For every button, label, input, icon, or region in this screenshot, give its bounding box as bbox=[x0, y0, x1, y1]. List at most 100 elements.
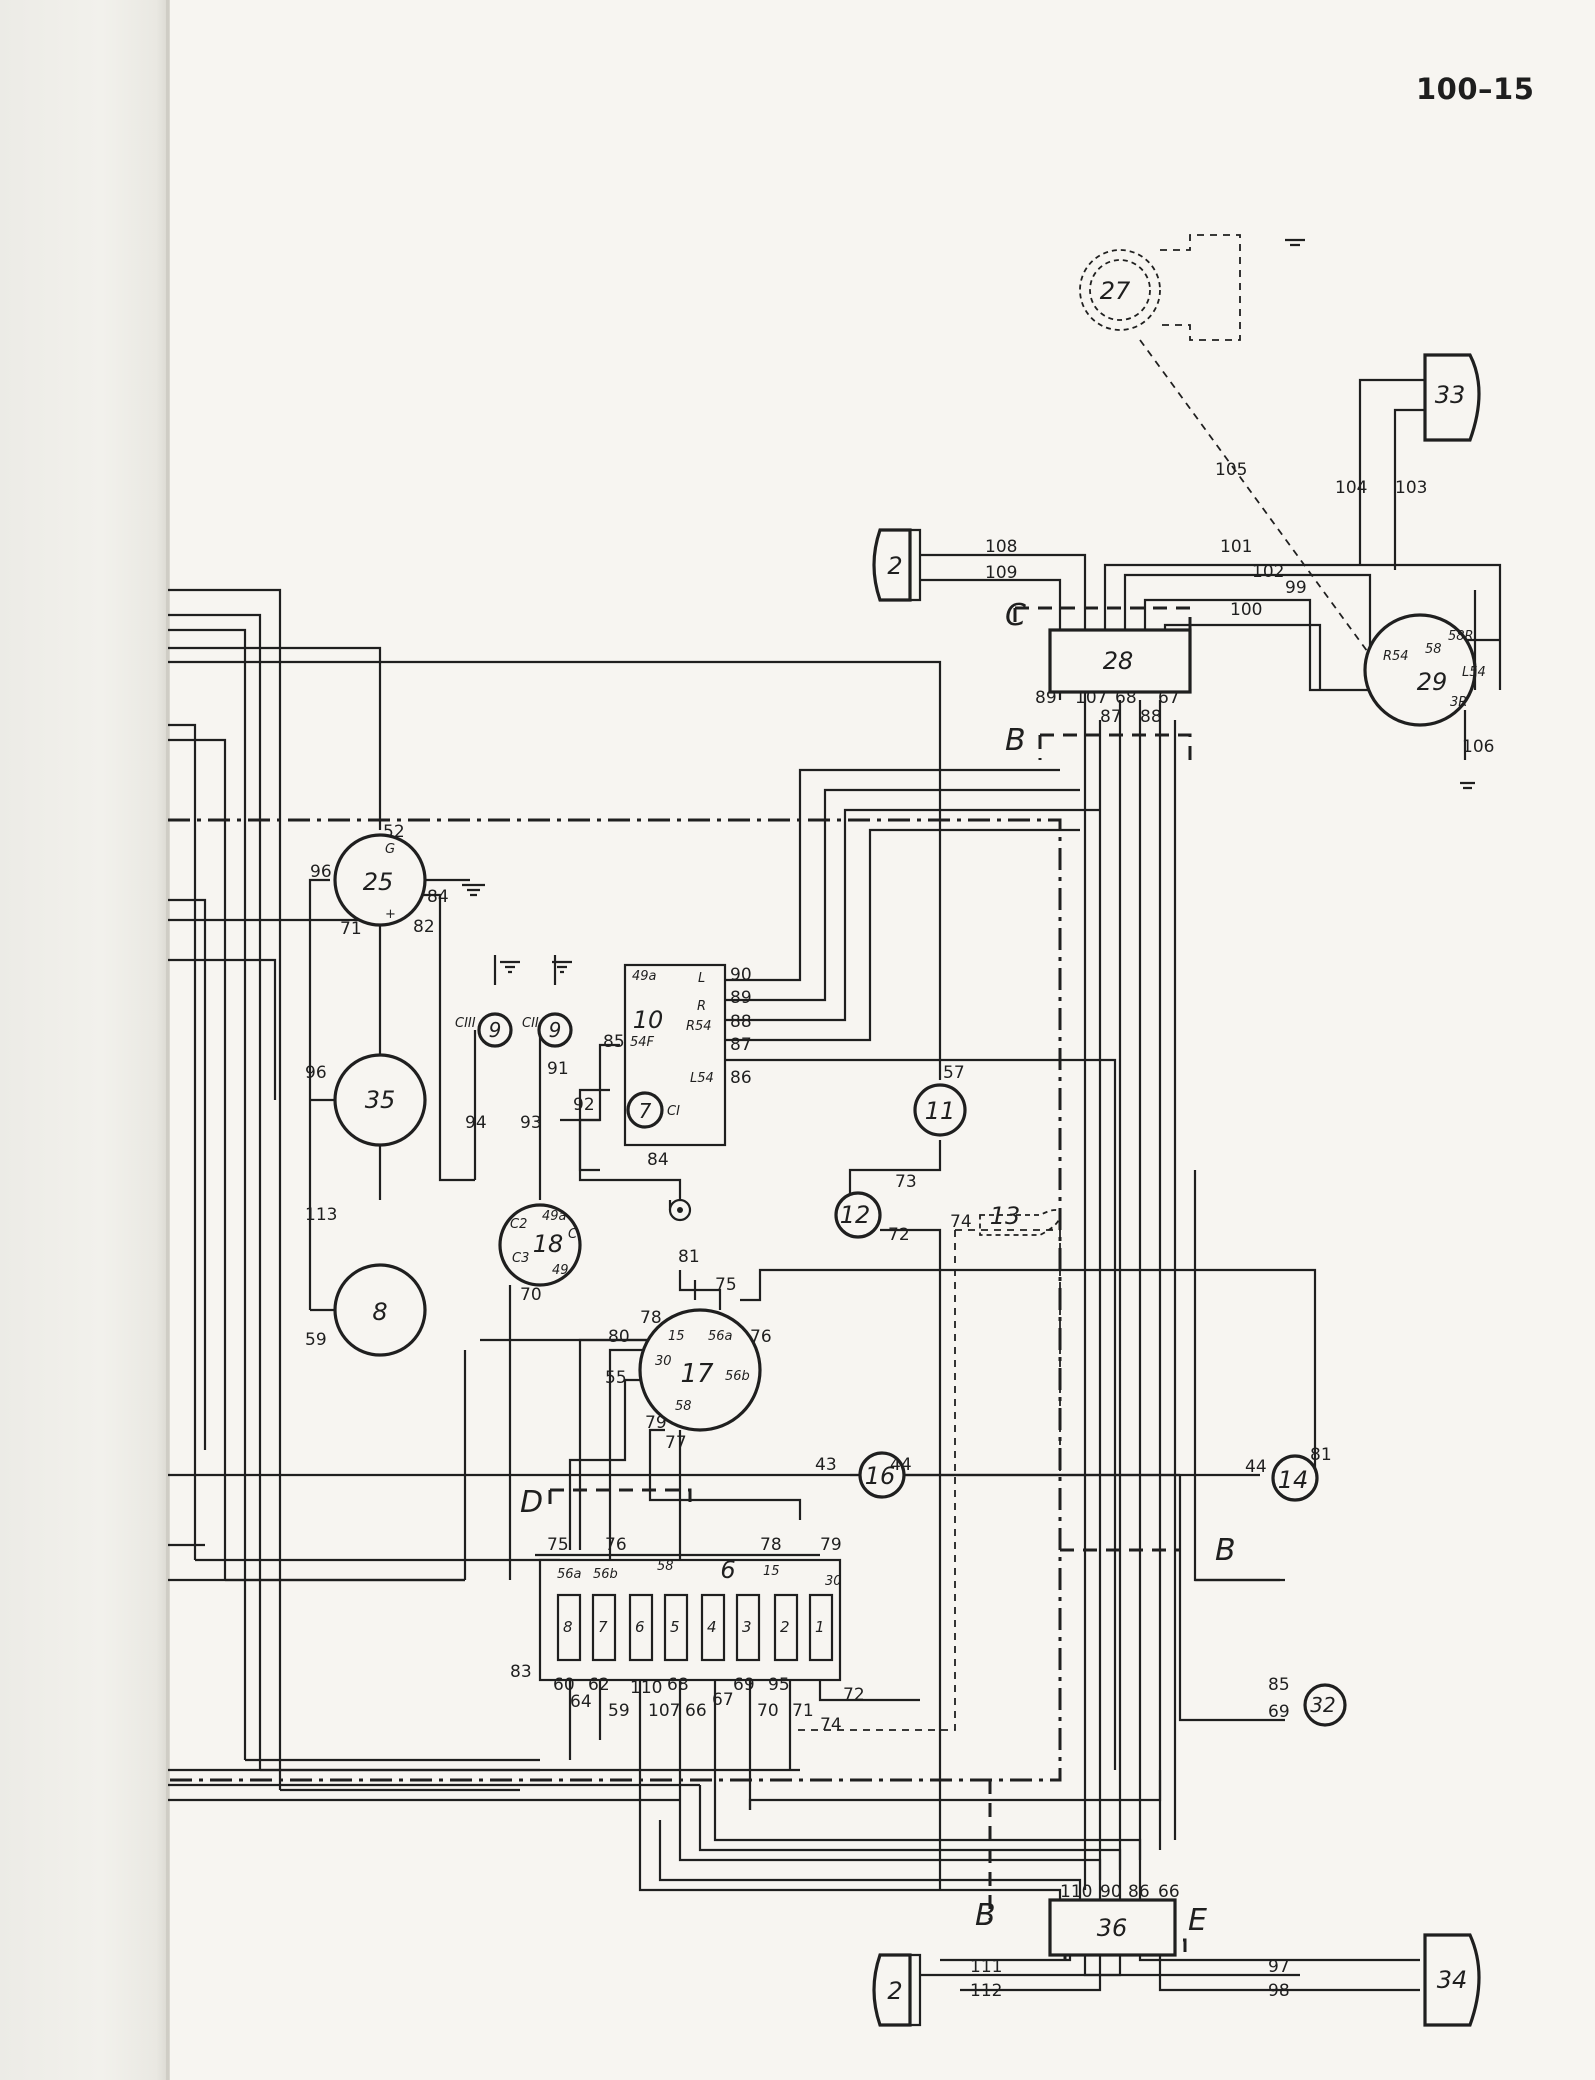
terminal-label: C3 bbox=[512, 1251, 529, 1266]
terminal-label: 58 bbox=[1425, 642, 1442, 657]
terminal-label: G bbox=[385, 842, 395, 857]
component-6-fusebox: 6 56a 56b 58 15 30 8 7 6 5 4 3 2 1 bbox=[538, 1556, 842, 1682]
wire-label: 72 bbox=[843, 1685, 865, 1705]
fuse-label: 6 bbox=[635, 1618, 645, 1636]
fuse-label: 2 bbox=[780, 1618, 790, 1636]
terminal-label: 56a bbox=[557, 1567, 582, 1582]
wire-label: 78 bbox=[760, 1535, 782, 1555]
component-label: 13 bbox=[990, 1202, 1021, 1230]
fuse-label: 3 bbox=[742, 1618, 752, 1636]
terminal-label: R54 bbox=[1383, 649, 1409, 664]
wire-label: 102 bbox=[1252, 562, 1284, 582]
section-letter: B bbox=[975, 1898, 996, 1933]
wire-label: 103 bbox=[1395, 478, 1427, 498]
terminal-label: 15 bbox=[763, 1564, 780, 1579]
wire-label: 86 bbox=[730, 1068, 752, 1088]
wire-label: 109 bbox=[985, 563, 1017, 583]
wire-label: 80 bbox=[608, 1327, 630, 1347]
wire-label: 59 bbox=[305, 1330, 327, 1350]
terminal-label: 56b bbox=[593, 1567, 618, 1582]
terminal-label: 49a bbox=[632, 969, 657, 984]
component-label: 36 bbox=[1097, 1914, 1128, 1942]
wire-label: 96 bbox=[305, 1063, 327, 1083]
component-label: 9 bbox=[549, 1018, 562, 1042]
wire-label: 60 bbox=[553, 1675, 575, 1695]
component-label: 16 bbox=[865, 1462, 896, 1490]
wire-label: 79 bbox=[645, 1413, 667, 1433]
wire-label: 104 bbox=[1335, 478, 1367, 498]
wire-label: 88 bbox=[730, 1012, 752, 1032]
component-35: 35 bbox=[333, 1053, 427, 1147]
fuse-label: 8 bbox=[563, 1618, 573, 1636]
component-label: 9 bbox=[489, 1018, 502, 1042]
wire-label: 85 bbox=[603, 1032, 625, 1052]
wire-label: 82 bbox=[413, 917, 435, 937]
page-fold-line bbox=[166, 0, 169, 2080]
component-2-lower: 2 bbox=[872, 1953, 922, 2027]
terminal-label: 56a bbox=[708, 1329, 733, 1344]
wire-label: 44 bbox=[1245, 1457, 1267, 1477]
wire-bundle-left bbox=[168, 588, 1180, 1802]
wire-label: 76 bbox=[750, 1327, 772, 1347]
component-label: 32 bbox=[1310, 1693, 1335, 1717]
terminal-label: 58R bbox=[1448, 629, 1474, 644]
wire-label: 67 bbox=[712, 1690, 734, 1710]
wire-label: 71 bbox=[792, 1701, 814, 1721]
component-36-connector: 36 bbox=[1048, 1898, 1177, 1957]
component-label: 2 bbox=[887, 552, 902, 580]
fuse-label: 4 bbox=[707, 1618, 717, 1636]
fuse-label: 7 bbox=[598, 1618, 608, 1636]
component-9-left: 9 CIII bbox=[455, 1012, 513, 1048]
wire-label: 78 bbox=[640, 1308, 662, 1328]
wire-label: 101 bbox=[1220, 537, 1252, 557]
terminal-label: 58 bbox=[675, 1399, 692, 1414]
wire-label: 85 bbox=[1268, 1675, 1290, 1695]
section-letter: C bbox=[1005, 598, 1026, 633]
section-letters: C B B D B E bbox=[520, 598, 1236, 1938]
terminal-label: 30 bbox=[655, 1354, 672, 1369]
component-29-switch: 29 58R R54 58 L54 3R bbox=[1363, 613, 1486, 727]
component-13-bulb: 13 bbox=[979, 1202, 1061, 1236]
terminal-label: 58 bbox=[657, 1559, 674, 1574]
wire-label: 108 bbox=[985, 537, 1017, 557]
wire-label: 96 bbox=[310, 862, 332, 882]
wire-label: 72 bbox=[888, 1225, 910, 1245]
wire-label: 81 bbox=[1310, 1445, 1332, 1465]
component-32: 32 bbox=[1303, 1683, 1347, 1727]
component-12: 12 bbox=[834, 1191, 882, 1239]
wire-number-labels: 108 109 101 102 99 100 105 104 103 106 8… bbox=[305, 460, 1494, 2001]
wire-label: 84 bbox=[647, 1150, 669, 1170]
wire-label: 111 bbox=[970, 1957, 1002, 1977]
wire-label: 74 bbox=[950, 1212, 972, 1232]
wire-label: 86 bbox=[1128, 1882, 1150, 1902]
ground-symbols bbox=[462, 238, 1475, 1222]
scan-page-edge-shadow bbox=[0, 0, 170, 2080]
component-label: 6 bbox=[720, 1556, 735, 1584]
terminal-label: 3R bbox=[1450, 695, 1467, 710]
wire-label: 66 bbox=[685, 1701, 707, 1721]
component-label: 28 bbox=[1103, 647, 1134, 675]
wire-label: 113 bbox=[305, 1205, 337, 1225]
component-34-lamp: 34 bbox=[1423, 1933, 1481, 2027]
terminal-label: CI bbox=[667, 1104, 680, 1119]
wire-label: 59 bbox=[608, 1701, 630, 1721]
section-letter: D bbox=[520, 1485, 543, 1520]
component-18: 18 C2 49a C C3 49 bbox=[498, 1203, 582, 1287]
wire-label: 99 bbox=[1285, 578, 1307, 598]
wire-label: 69 bbox=[733, 1675, 755, 1695]
fuse-row: 8 7 6 5 4 3 2 1 bbox=[556, 1593, 834, 1662]
wire-label: 83 bbox=[510, 1662, 532, 1682]
terminal-label: 49a bbox=[542, 1209, 567, 1224]
component-8: 8 bbox=[333, 1263, 427, 1357]
wire-label: 112 bbox=[970, 1981, 1002, 2001]
wire-label: 76 bbox=[605, 1535, 627, 1555]
terminal-label: 30 bbox=[825, 1574, 842, 1589]
wire-label: 110 bbox=[630, 1678, 662, 1698]
terminal-label: CIII bbox=[455, 1016, 476, 1031]
wire-label: 44 bbox=[890, 1455, 912, 1475]
component-label: 34 bbox=[1437, 1966, 1468, 1994]
page-number: 100–15 bbox=[1416, 72, 1535, 106]
component-label: 14 bbox=[1278, 1466, 1309, 1494]
component-25-generator: 25 G + bbox=[333, 833, 427, 927]
terminal-label: C2 bbox=[510, 1217, 527, 1232]
